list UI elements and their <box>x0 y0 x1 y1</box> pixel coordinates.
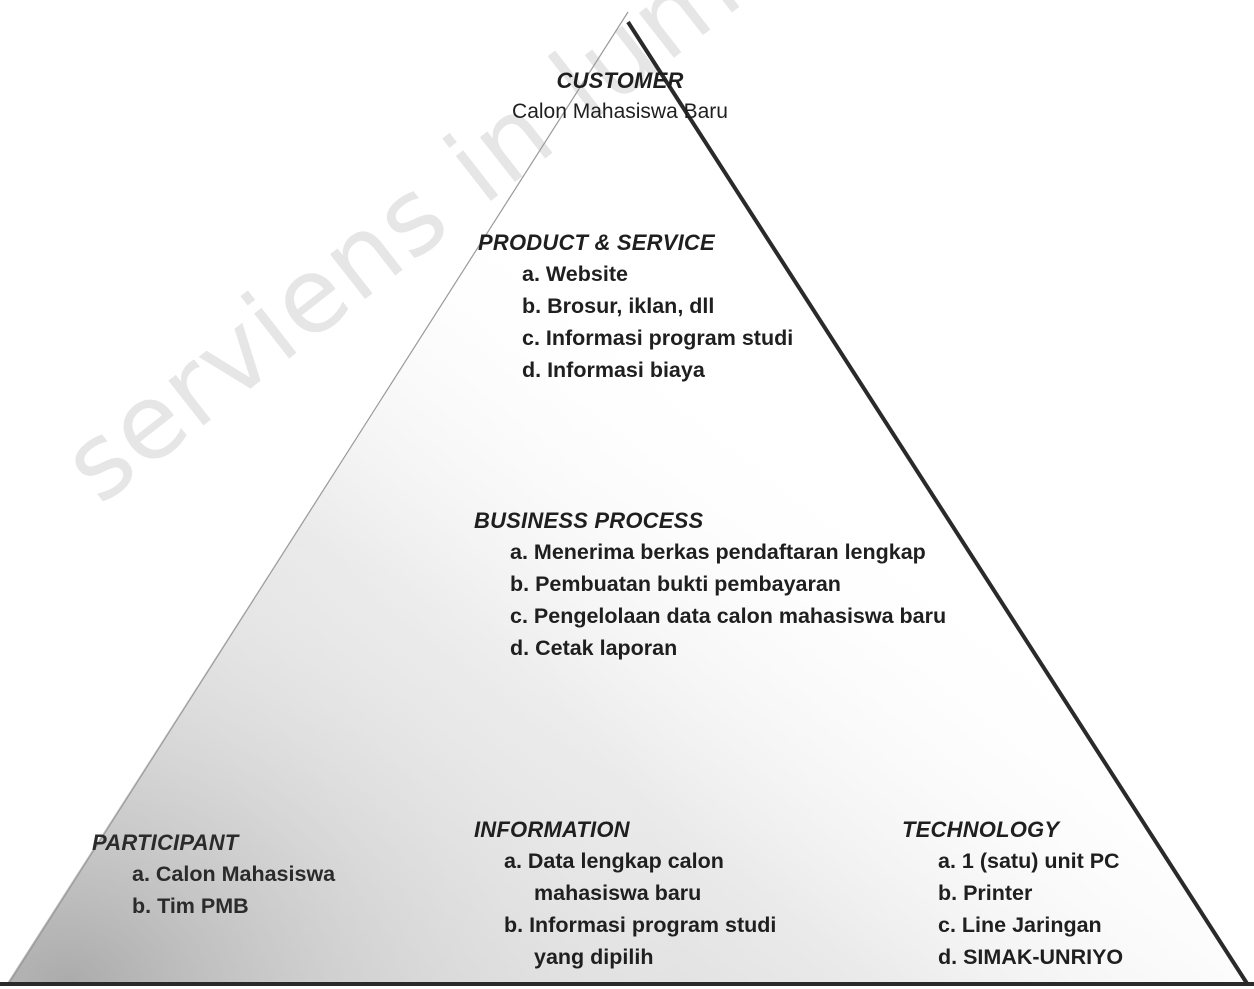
technology-list: a. 1 (satu) unit PC b. Printer c. Line J… <box>902 845 1123 973</box>
customer-value: Calon Mahasiswa Baru <box>512 100 728 123</box>
customer-block: CUSTOMER Calon Mahasiswa Baru <box>470 68 770 126</box>
product-service-item: b. Brosur, iklan, dll <box>522 294 715 318</box>
information-list: a. Data lengkap calon mahasiswa baru b. … <box>474 845 776 973</box>
information-block: INFORMATION a. Data lengkap calon mahasi… <box>474 817 776 973</box>
product-service-heading: PRODUCT & SERVICE <box>478 230 715 255</box>
product-service-list: a. Website b. Brosur, iklan, dll c. Info… <box>478 258 793 386</box>
pyramid-corner-shading <box>6 12 1246 985</box>
information-line: a. Data lengkap calon <box>504 849 724 873</box>
participant-block: PARTICIPANT a. Calon Mahasiswa b. Tim PM… <box>92 830 335 922</box>
technology-heading: TECHNOLOGY <box>902 817 1060 842</box>
pyramid-right-edge <box>626 20 1250 987</box>
product-service-block: PRODUCT & SERVICE a. Website b. Brosur, … <box>478 230 793 386</box>
product-service-item: a. Website <box>522 262 628 286</box>
technology-item: d. SIMAK-UNRIYO <box>938 945 1124 969</box>
participant-heading: PARTICIPANT <box>92 830 239 855</box>
product-service-item: d. Informasi biaya <box>522 358 705 382</box>
participant-list: a. Calon Mahasiswa b. Tim PMB <box>92 858 335 922</box>
technology-item: c. Line Jaringan <box>938 913 1102 937</box>
product-service-item: c. Informasi program studi <box>522 326 794 350</box>
information-line: b. Informasi program studi <box>504 913 777 937</box>
information-line: yang dipilih <box>534 945 654 969</box>
information-line: mahasiswa baru <box>534 881 702 905</box>
technology-item: a. 1 (satu) unit PC <box>938 849 1120 873</box>
business-process-item: d. Cetak laporan <box>510 636 678 660</box>
business-process-item: a. Menerima berkas pendaftaran lengkap <box>510 540 926 564</box>
pyramid-left-edge <box>7 11 629 986</box>
participant-item: b. Tim PMB <box>132 894 249 918</box>
business-process-block: BUSINESS PROCESS a. Menerima berkas pend… <box>474 508 946 664</box>
business-process-item: c. Pengelolaan data calon mahasiswa baru <box>510 604 947 628</box>
business-process-item: b. Pembuatan bukti pembayaran <box>510 572 841 596</box>
business-process-heading: BUSINESS PROCESS <box>474 508 704 533</box>
information-heading: INFORMATION <box>474 817 630 842</box>
customer-heading: CUSTOMER <box>556 68 684 93</box>
technology-block: TECHNOLOGY a. 1 (satu) unit PC b. Printe… <box>902 817 1123 973</box>
business-process-list: a. Menerima berkas pendaftaran lengkap b… <box>474 536 946 664</box>
participant-item: a. Calon Mahasiswa <box>132 862 336 886</box>
technology-item: b. Printer <box>938 881 1033 905</box>
